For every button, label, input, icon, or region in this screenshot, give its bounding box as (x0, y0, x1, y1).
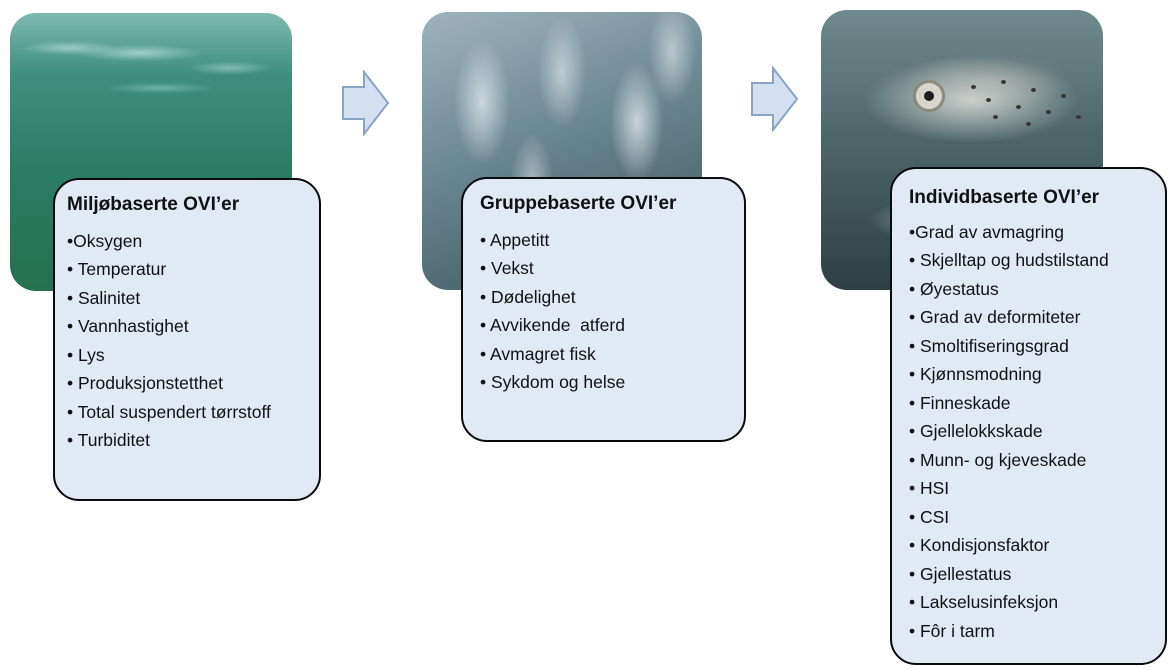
group-ovi-box: Gruppebaserte OVI’er • Appetitt • Vekst … (461, 177, 746, 442)
individual-ovi-list: •Grad av avmagring • Skjelltap og hudsti… (909, 218, 1159, 646)
list-item: • CSI (909, 506, 950, 527)
list-item: • Avvikende atferd (480, 315, 625, 336)
list-item: • Kjønnsmodning (909, 364, 1042, 385)
list-item: •Oksygen (67, 230, 143, 251)
list-item: • Munn- og kjeveskade (909, 449, 1087, 470)
list-item: • Skjelltap og hudstilstand (909, 250, 1109, 271)
group-ovi-title: Gruppebaserte OVI’er (480, 193, 677, 214)
list-item: • Vekst (480, 258, 534, 279)
list-item: • Finneskade (909, 392, 1011, 413)
list-item: • Dødelighet (480, 286, 576, 307)
list-item: • Kondisjonsfaktor (909, 535, 1050, 556)
list-item: • Smoltifiseringsgrad (909, 335, 1069, 356)
list-item: • Vannhastighet (67, 316, 189, 337)
list-item: •Grad av avmagring (909, 221, 1064, 242)
list-item: • Produksjonstetthet (67, 373, 223, 394)
list-item: • Salinitet (67, 287, 141, 308)
right-arrow-icon (342, 70, 390, 136)
environment-ovi-list: •Oksygen • Temperatur • Salinitet • Vann… (67, 227, 311, 455)
list-item: • Appetitt (480, 229, 550, 250)
list-item: • Sykdom og helse (480, 372, 626, 393)
list-item: • Total suspendert tørrstoff (67, 401, 271, 422)
list-item: • Gjellelokkskade (909, 421, 1043, 442)
list-item: • Lys (67, 344, 105, 365)
list-item: • Temperatur (67, 259, 167, 280)
list-item: • Turbiditet (67, 429, 150, 450)
list-item: • Øyestatus (909, 278, 999, 299)
fish-eye (913, 80, 945, 112)
list-item: • Gjellestatus (909, 563, 1012, 584)
environment-ovi-box: Miljøbaserte OVI’er •Oksygen • Temperatu… (53, 178, 321, 501)
list-item: • HSI (909, 478, 950, 499)
list-item: • Grad av deformiteter (909, 307, 1081, 328)
list-item: • Fôr i tarm (909, 620, 995, 641)
right-arrow-icon (751, 66, 799, 132)
individual-ovi-box: Individbaserte OVI’er •Grad av avmagring… (890, 167, 1167, 665)
individual-ovi-title: Individbaserte OVI’er (909, 187, 1100, 208)
list-item: • Avmagret fisk (480, 343, 596, 364)
group-ovi-list: • Appetitt • Vekst • Dødelighet • Avvike… (480, 226, 736, 397)
list-item: • Lakselusinfeksjon (909, 592, 1059, 613)
environment-ovi-title: Miljøbaserte OVI’er (67, 194, 240, 215)
